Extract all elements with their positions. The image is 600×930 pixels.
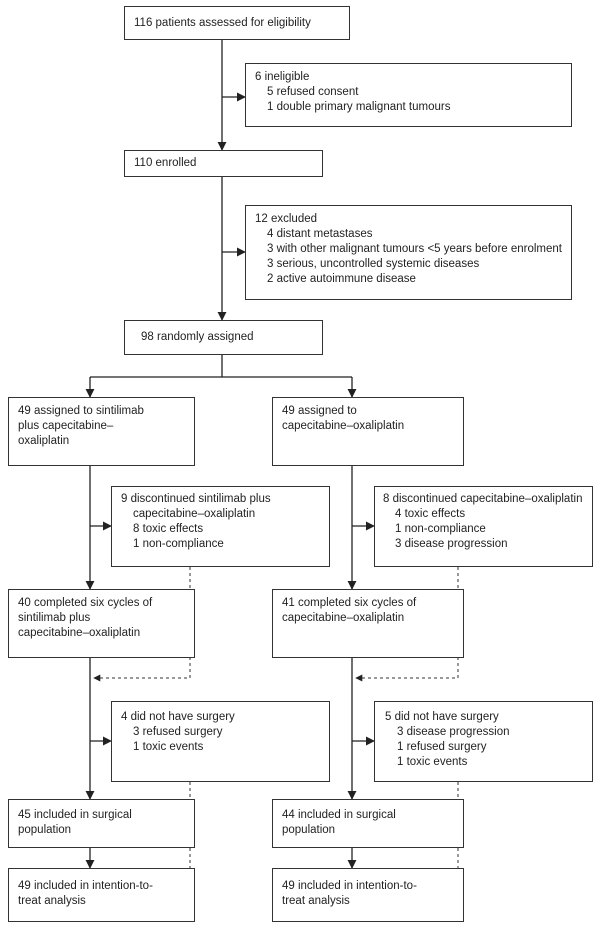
left-surgical-line: 45 included in surgical (18, 809, 132, 821)
right-assigned-box: 49 assigned to capecitabine–oxaliplatin (272, 397, 464, 466)
right-surgical-line: population (282, 824, 336, 836)
right-completed-line: 41 completed six cycles of (282, 597, 417, 609)
right-completed-box: 41 completed six cycles of capecitabine–… (272, 589, 464, 658)
left-discontinued-title: 9 discontinued sintilimab plus (121, 493, 271, 505)
excluded-item: 3 serious, uncontrolled systemic disease… (267, 258, 480, 270)
right-itt-line: 49 included in intention-to- (282, 880, 417, 892)
left-assigned-box: 49 assigned to sintilimab plus capecitab… (8, 397, 195, 466)
randomised-box: 98 randomly assigned (124, 320, 323, 355)
enrolled-box: 110 enrolled (124, 150, 323, 177)
left-completed-line: sintilimab plus (18, 612, 91, 624)
assessed-box: 116 patients assessed for eligibility (124, 6, 350, 40)
right-discontinued-item: 4 toxic effects (395, 508, 466, 520)
left-discontinued-item: 1 non-compliance (133, 538, 224, 550)
left-itt-box: 49 included in intention-to- treat analy… (8, 868, 195, 922)
right-completed-line: capecitabine–oxaliplatin (282, 612, 405, 624)
excluded-title: 12 excluded (255, 213, 318, 225)
right-itt-line: treat analysis (282, 895, 350, 907)
left-discontinued-item: 8 toxic effects (133, 523, 204, 535)
ineligible-box: 6 ineligible 5 refused consent 1 double … (245, 63, 572, 127)
ineligible-item: 1 double primary malignant tumours (267, 101, 451, 113)
left-no-surgery-title: 4 did not have surgery (121, 711, 235, 723)
left-discontinued-box: 9 discontinued sintilimab plus capecitab… (111, 486, 330, 567)
ineligible-item: 5 refused consent (267, 86, 359, 98)
left-no-surgery-item: 1 toxic events (133, 741, 204, 753)
excluded-box: 12 excluded 4 distant metastases 3 with … (245, 205, 572, 300)
left-completed-box: 40 completed six cycles of sintilimab pl… (8, 589, 195, 658)
right-itt-box: 49 included in intention-to- treat analy… (272, 868, 464, 922)
excluded-item: 2 active autoimmune disease (267, 273, 416, 285)
right-surgical-box: 44 included in surgical population (272, 799, 464, 848)
left-no-surgery-box: 4 did not have surgery 3 refused surgery… (111, 701, 330, 782)
right-assigned-line: capecitabine–oxaliplatin (282, 420, 405, 432)
left-itt-line: treat analysis (18, 895, 86, 907)
ineligible-title: 6 ineligible (255, 71, 310, 83)
right-no-surgery-item: 1 refused surgery (397, 741, 487, 753)
right-discontinued-box: 8 discontinued capecitabine–oxaliplatin … (374, 486, 593, 567)
right-discontinued-title: 8 discontinued capecitabine–oxaliplatin (383, 493, 583, 505)
excluded-item: 3 with other malignant tumours <5 years … (267, 243, 563, 255)
right-discontinued-item: 1 non-compliance (395, 523, 486, 535)
right-no-surgery-item: 1 toxic events (397, 756, 468, 768)
left-completed-line: 40 completed six cycles of (18, 597, 153, 609)
left-itt-line: 49 included in intention-to- (18, 880, 153, 892)
left-discontinued-title: capecitabine–oxaliplatin (133, 508, 256, 520)
right-no-surgery-box: 5 did not have surgery 3 disease progres… (374, 701, 593, 782)
left-assigned-line: oxaliplatin (18, 435, 70, 447)
left-assigned-line: plus capecitabine– (18, 420, 114, 432)
left-assigned-line: 49 assigned to sintilimab (18, 405, 144, 417)
randomised-text: 98 randomly assigned (141, 331, 254, 343)
right-assigned-line: 49 assigned to (282, 405, 357, 417)
excluded-item: 4 distant metastases (267, 228, 373, 240)
right-no-surgery-item: 3 disease progression (397, 726, 510, 738)
left-surgical-box: 45 included in surgical population (8, 799, 195, 848)
right-discontinued-item: 3 disease progression (395, 538, 508, 550)
assessed-text: 116 patients assessed for eligibility (134, 16, 311, 29)
right-surgical-line: 44 included in surgical (282, 809, 396, 821)
enrolled-text: 110 enrolled (134, 157, 197, 169)
left-surgical-line: population (18, 824, 72, 836)
left-completed-line: capecitabine–oxaliplatin (18, 627, 141, 639)
right-no-surgery-title: 5 did not have surgery (385, 711, 499, 723)
left-no-surgery-item: 3 refused surgery (133, 726, 223, 738)
